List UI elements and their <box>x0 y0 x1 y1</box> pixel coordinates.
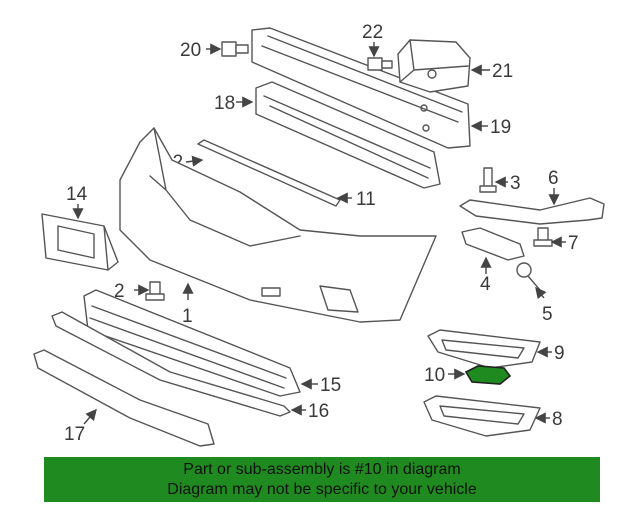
banner-line-2: Diagram may not be specific to your vehi… <box>167 481 477 498</box>
part-3-bolt <box>479 167 497 193</box>
part-1-bumper-cover <box>119 127 437 323</box>
part-7-clip <box>533 227 553 247</box>
banner-line-1: Part or sub-assembly is #10 in diagram <box>183 461 461 478</box>
callout-8: 8 <box>552 409 563 430</box>
part-5-screw <box>516 262 541 291</box>
callout-2: 2 <box>114 281 125 302</box>
part-22-bolt <box>367 57 393 71</box>
callout-17: 17 <box>64 424 85 445</box>
part-14-license-bracket <box>41 213 119 271</box>
callout-10: 10 <box>424 365 445 386</box>
callout-6: 6 <box>548 168 559 189</box>
part-2-clip <box>145 281 165 301</box>
part-17-spoiler <box>33 349 215 447</box>
callout-19: 19 <box>490 117 511 138</box>
leader-5 <box>535 286 547 300</box>
part-8-fog-garnish <box>423 395 541 437</box>
part-9-fog-garnish <box>427 329 541 369</box>
callout-3: 3 <box>510 173 521 194</box>
callout-15: 15 <box>320 375 341 396</box>
part-16-lower-strip <box>51 311 291 417</box>
callout-20: 20 <box>180 40 201 61</box>
part-6-side-spacer <box>459 197 605 225</box>
callout-16: 16 <box>308 401 329 422</box>
part-21-bracket <box>397 39 471 93</box>
leader-17 <box>83 408 97 425</box>
part-4-spacer <box>461 227 525 261</box>
leader-12 <box>185 155 204 167</box>
parts-diagram: 20 19 18 22 21 12 11 13 <box>33 22 605 447</box>
callout-14: 14 <box>66 184 88 205</box>
callout-4: 4 <box>480 274 491 295</box>
callout-9: 9 <box>554 343 565 364</box>
callout-11: 11 <box>356 189 376 210</box>
callout-7: 7 <box>568 233 579 254</box>
part-20-bolt <box>221 41 249 57</box>
callout-1: 1 <box>182 306 193 327</box>
callout-5: 5 <box>542 304 553 325</box>
notice-banner: Part or sub-assembly is #10 in diagram D… <box>44 457 600 502</box>
callout-22: 22 <box>362 22 383 43</box>
part-19-reinforcement <box>251 27 471 149</box>
part-18-absorber <box>255 81 441 189</box>
part-10-cover-highlighted <box>464 365 512 385</box>
callout-21: 21 <box>492 61 513 82</box>
callout-18: 18 <box>214 93 235 114</box>
